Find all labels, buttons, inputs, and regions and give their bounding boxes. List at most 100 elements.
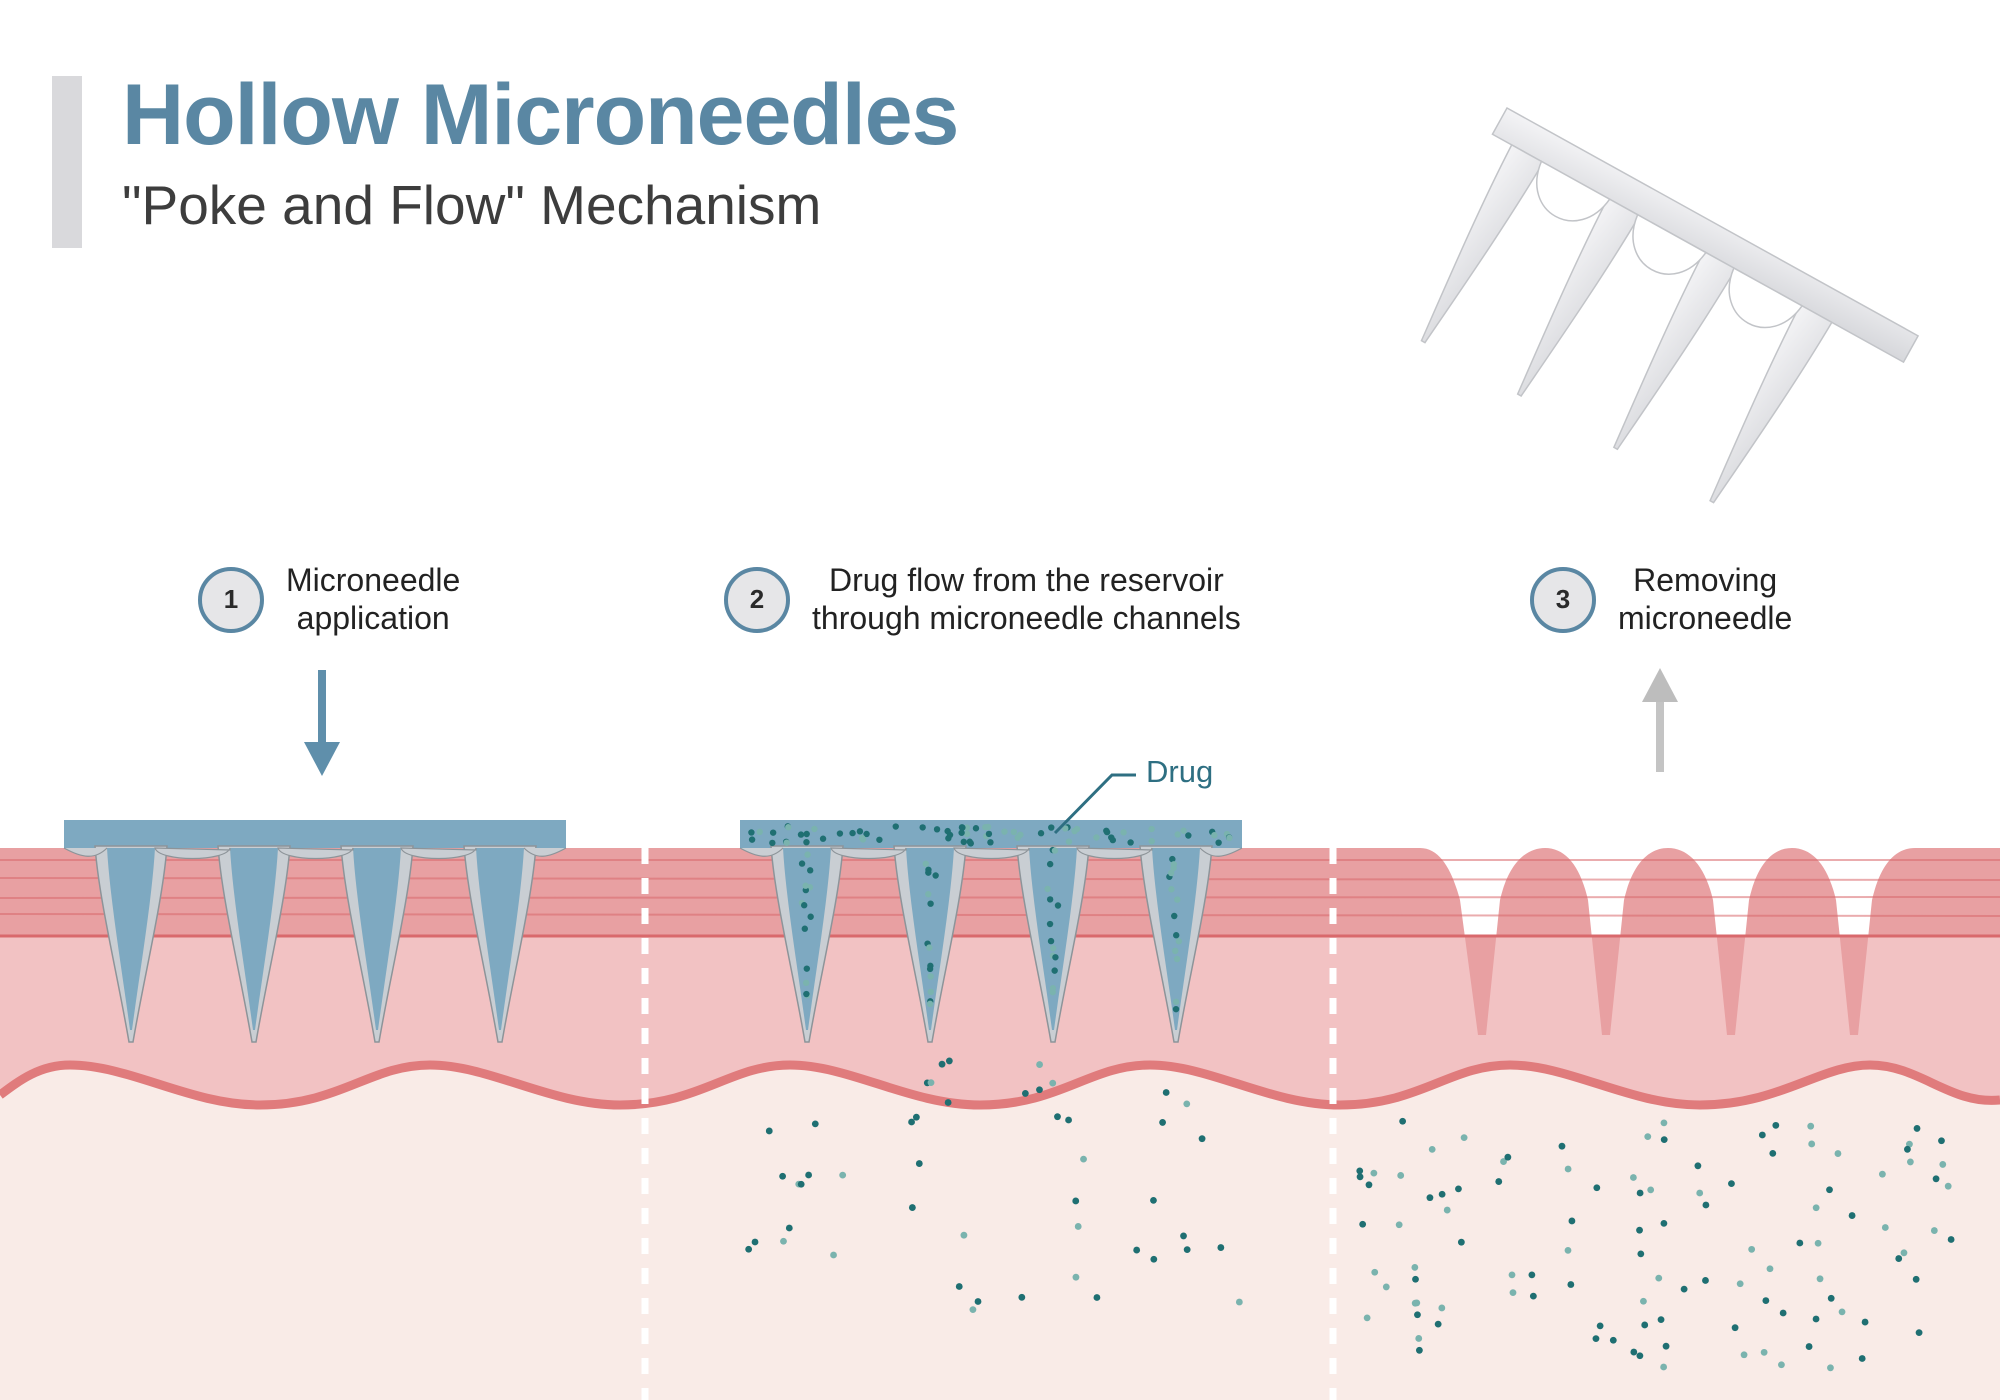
drug-particle [963,824,971,831]
drug-particle [765,1127,773,1135]
drug-particle [925,890,932,898]
drug-particle [1508,1271,1516,1279]
needle-channel [906,848,954,1030]
drug-particle [802,979,810,987]
drug-particle [1457,1238,1465,1246]
drug-particle [1395,1221,1403,1229]
drug-particle [1198,1135,1206,1143]
drug-particle [1812,1315,1820,1323]
drug-particle [982,823,989,831]
removed-needle [1612,250,1737,451]
drug-particle [1558,1142,1566,1150]
drug-particle [1592,1335,1600,1342]
drug-particle [1947,1236,1955,1243]
drug-particle [800,902,808,909]
drug-particle [969,1306,977,1314]
drug-particle [1010,828,1018,836]
drug-particle [1052,954,1059,961]
drug-particle [819,835,827,842]
step-3: 3 Removing microneedle [1530,562,1792,638]
drug-particle [1051,847,1059,854]
drug-particle [797,831,805,838]
drug-particle [927,1079,935,1087]
drug-particle [1609,1336,1617,1344]
drug-particle [1938,1137,1945,1145]
drug-particle [1173,955,1181,963]
drug-particle [1647,1186,1655,1194]
drug-particle [1568,1217,1576,1225]
drug-particle [1636,1352,1644,1360]
drug-particle [1906,1140,1913,1148]
drug-particle [1018,1293,1026,1301]
drug-particle [1528,1271,1536,1279]
drug-particle [915,1160,923,1167]
drug-particle [1838,1308,1846,1316]
drug-particle [1778,1361,1785,1369]
drug-particle [1073,825,1081,833]
drug-particle [1093,834,1100,841]
drug-particle [1640,1297,1647,1305]
drug-particle [1826,1186,1833,1194]
drug-particle [803,830,810,838]
drug-particle [1696,1189,1704,1197]
drug-particle [1065,1116,1072,1124]
drug-particle [1150,1196,1157,1204]
title-accent-bar [52,76,82,248]
drug-particle [912,1113,920,1121]
drug-particle [849,829,856,837]
drug-particle [1567,1281,1575,1288]
drug-particle [779,1172,787,1180]
drug-particle [1915,1329,1923,1337]
drug-particle [1428,1146,1436,1153]
drug-particle [1848,1212,1856,1219]
drug-particle [1748,1245,1756,1253]
drug-particle [1183,1100,1191,1108]
drug-particle [958,829,965,836]
drug-particle [1074,1223,1082,1230]
drug-particle [1939,1161,1947,1168]
removed-arch [1536,160,1611,222]
drug-particle [1660,1136,1668,1144]
drug-particle [1093,1294,1101,1301]
drug-particle [1037,830,1045,837]
drug-particle [932,872,939,879]
needle-channel [107,848,155,1030]
drug-particle [1103,828,1111,836]
drug-particle [927,900,934,907]
drug-particle [1014,834,1021,841]
drug-particle [1904,1145,1911,1153]
drug-particle [1913,1125,1921,1132]
drug-particle [1443,1206,1451,1214]
drug-particle [1414,1311,1421,1319]
drug-particle [1834,1150,1842,1157]
drug-particle [1413,1299,1421,1307]
page-subtitle: "Poke and Flow" Mechanism [122,174,822,236]
drug-particle [1827,1364,1834,1372]
drug-particle [1215,839,1222,846]
drug-particle [1174,896,1181,903]
drug-particle [1827,1294,1835,1302]
drug-particle [1762,1297,1770,1304]
drug-particle [1046,920,1054,928]
drug-particle [1044,885,1051,893]
drug-particle [756,828,763,836]
dermis-upper-layer [0,935,2000,1105]
needle-arch [400,847,477,860]
drug-particle [1370,1169,1378,1177]
drug-particle [856,828,864,835]
needle-arch [154,847,231,860]
drug-particle [830,1251,837,1259]
drug-particle [1046,896,1054,903]
panel-separators [641,848,1337,1400]
drug-particle [1174,831,1181,838]
drug-label: Drug [1146,754,1214,789]
drug-particle [1080,1155,1087,1163]
drug-particle [798,860,806,867]
drug-particle [1564,1165,1572,1173]
drug-particle [1500,1158,1507,1165]
drug-particle [1702,1277,1709,1284]
page-title: Hollow Microneedles [122,67,959,163]
drug-particle [925,869,932,876]
drug-particle [780,1237,787,1245]
